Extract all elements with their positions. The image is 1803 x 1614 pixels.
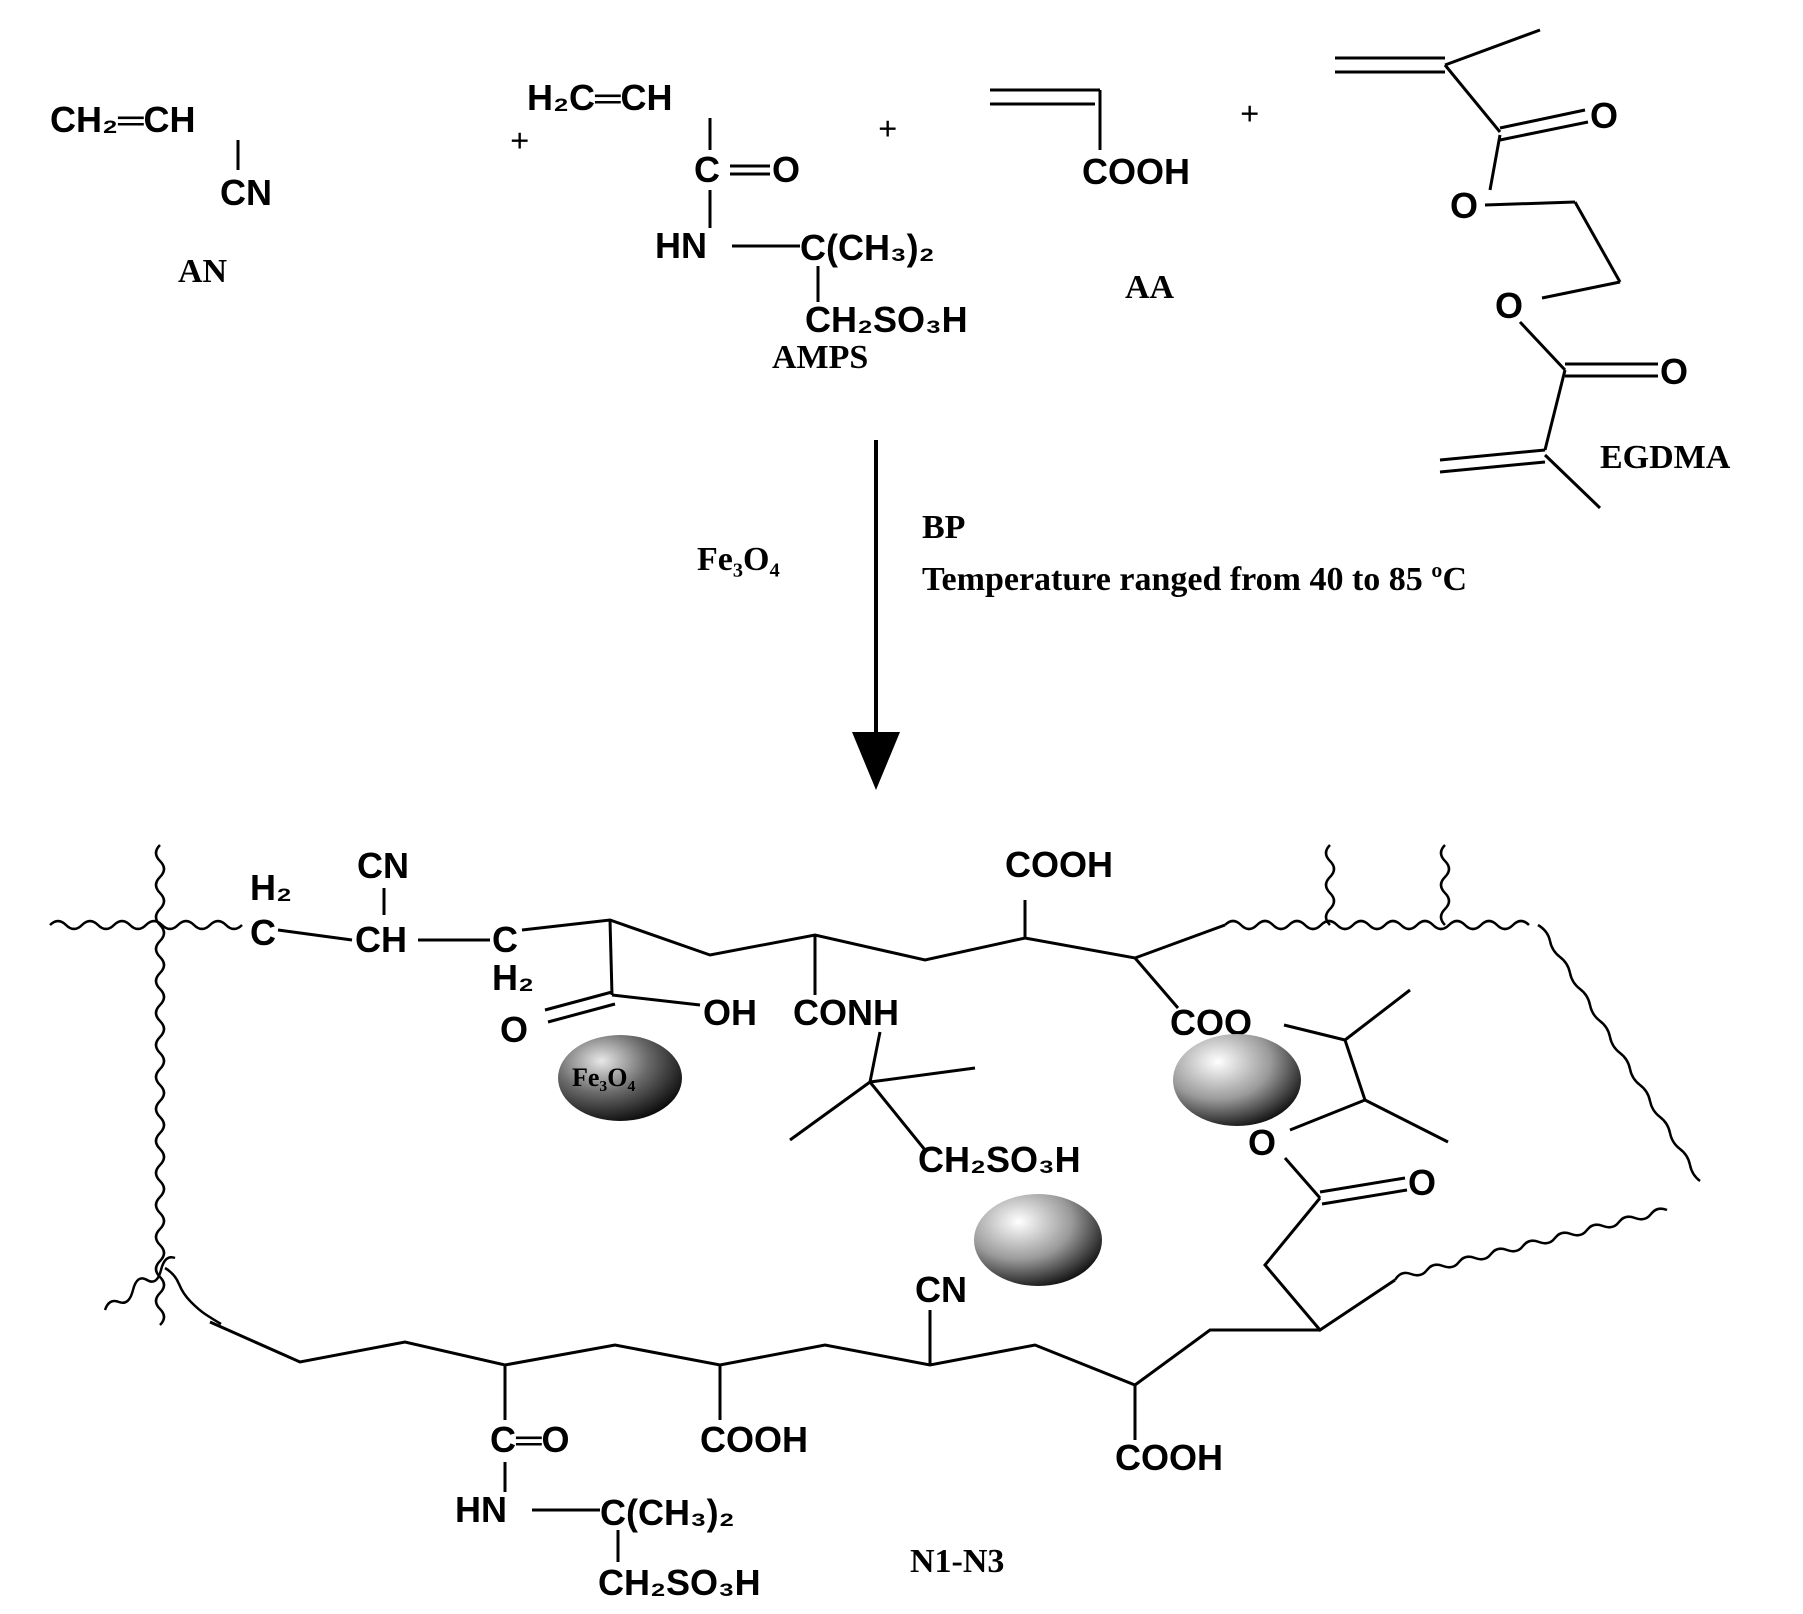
- ester-bond-4: [1283, 1157, 1322, 1199]
- lower-hn: HN: [455, 1489, 507, 1530]
- ester-bond-1: [1283, 1023, 1346, 1042]
- wavy-right-side: [1537, 923, 1701, 1182]
- amps-label: AMPS: [772, 339, 868, 376]
- wavy-stub-2: [1439, 844, 1451, 926]
- acid-oh-bond: [611, 993, 701, 1007]
- chain-c-right: C: [492, 919, 518, 960]
- eg-o4: O: [1660, 351, 1688, 392]
- eg-methyl-1: [1444, 28, 1541, 67]
- conditions-label: Temperature ranged from 40 to 85 ºC: [922, 561, 1467, 598]
- egdma-label: EGDMA: [1600, 439, 1731, 476]
- catalyst-label: Fe₃O₄: [697, 541, 780, 578]
- plus-2: +: [878, 111, 897, 148]
- amps-ch2so3h: CH₂SO₃H: [805, 299, 968, 340]
- fe3o4-particle-3: [974, 1194, 1102, 1286]
- plus-1: +: [510, 123, 529, 160]
- chain-h2-top: H₂: [250, 867, 292, 908]
- ester-linker: [1263, 1197, 1396, 1332]
- wavy-left-v: [154, 844, 166, 1326]
- tbu-me-2: [869, 1066, 976, 1084]
- an-label: AN: [178, 253, 228, 290]
- acid-co-1: [544, 990, 613, 1012]
- eg-bond-3: [1484, 200, 1576, 207]
- tbu-ch2-bond: [868, 1081, 927, 1151]
- amps-carbonyl-o: O: [772, 149, 800, 190]
- fe3o4-particle-labeled: [558, 1035, 682, 1121]
- amps-vinyl: H₂C═CH: [527, 77, 673, 118]
- reactant-egdma: O O O O EGDMA: [1335, 28, 1731, 510]
- eg-bond-5: [1541, 280, 1621, 300]
- tbu-me-1: [789, 1080, 871, 1142]
- lower-ch2so3h: CH₂SO₃H: [598, 1562, 761, 1603]
- wavy-right-bottom: [1393, 1207, 1668, 1281]
- amps-cme2: C(CH₃)₂: [800, 227, 935, 268]
- eg-bond-2: [1488, 134, 1502, 191]
- ester-co-b: [1321, 1188, 1408, 1206]
- chain-h2-bottom: H₂: [492, 957, 534, 998]
- eg-bond-4: [1573, 201, 1622, 283]
- conh-label: CONH: [793, 992, 899, 1033]
- chain-c-left: C: [250, 912, 276, 953]
- eg-bond-7: [1543, 369, 1567, 451]
- mid-ch2so3h: CH₂SO₃H: [918, 1139, 1081, 1180]
- lower-ceo: C═O: [490, 1419, 570, 1460]
- reactant-an: CH₂═CH CN AN: [50, 99, 272, 290]
- lower-cn: CN: [915, 1269, 967, 1310]
- fe3o4-particle-label: Fe₃O₄: [572, 1063, 635, 1092]
- eg-co1-b: [1499, 120, 1589, 142]
- wavy-left-h: [49, 919, 243, 931]
- aa-cooh: COOH: [1082, 151, 1190, 192]
- cooh-top: COOH: [1005, 844, 1113, 885]
- eg-o2: O: [1450, 185, 1478, 226]
- reactant-amps: H₂C═CH C O HN C(CH₃)₂ CH₂SO₃H AMPS: [527, 77, 968, 376]
- eg-double-2a: [1439, 448, 1546, 462]
- an-vinyl: CH₂═CH: [50, 99, 196, 140]
- chain-cn-top: CN: [357, 845, 409, 886]
- lower-cooh-2: COOH: [1115, 1437, 1223, 1478]
- arrow-head: [852, 732, 900, 790]
- plus-3: +: [1240, 96, 1259, 133]
- ester-bond-3: [1289, 1098, 1366, 1132]
- lower-cooh-1: COOH: [700, 1419, 808, 1460]
- lower-cme2: C(CH₃)₂: [600, 1492, 735, 1533]
- eg-co1-a: [1499, 108, 1586, 130]
- acid-bond: [608, 919, 614, 996]
- chain-bond-1: [277, 928, 353, 942]
- an-cn: CN: [220, 172, 272, 213]
- amps-hn: HN: [655, 225, 707, 266]
- ester-o: O: [1248, 1122, 1276, 1163]
- fe3o4-particle-2: [1173, 1034, 1301, 1126]
- acid-co-2: [547, 1002, 616, 1024]
- aa-label: AA: [1125, 269, 1175, 306]
- eg-double-2b: [1439, 460, 1546, 474]
- ester-me-1: [1344, 988, 1411, 1042]
- eg-bond-1: [1443, 64, 1502, 133]
- eg-o3: O: [1495, 285, 1523, 326]
- wavy-right-top: [1224, 919, 1530, 931]
- acid-oh: OH: [703, 992, 757, 1033]
- conh-n-bond: [868, 1031, 882, 1083]
- eg-o1: O: [1590, 95, 1618, 136]
- ester-bond-2: [1343, 1039, 1367, 1101]
- chain-ch: CH: [355, 919, 407, 960]
- wavy-left-branch: [103, 1256, 176, 1311]
- reaction-arrow: [852, 440, 900, 790]
- coo-bond: [1133, 957, 1180, 1009]
- acid-o: O: [500, 1009, 528, 1050]
- wavy-stub-1: [1324, 844, 1336, 926]
- eg-bond-6: [1518, 320, 1567, 372]
- product-network: H₂ CN C CH C H₂ O OH CONH CH₂SO₃H COOH C…: [49, 844, 1701, 1603]
- ester-me-2: [1364, 1098, 1449, 1144]
- amps-carbonyl-c: C: [694, 149, 720, 190]
- product-label: N1-N3: [910, 1543, 1004, 1580]
- ester-co-a: [1319, 1176, 1406, 1194]
- eg-methyl-2: [1543, 453, 1602, 510]
- chain-backbone-bottom: [209, 1320, 1320, 1387]
- initiator-label: BP: [922, 509, 965, 546]
- reactant-aa: COOH AA: [990, 88, 1190, 306]
- chain-backbone-top: [521, 918, 1226, 962]
- wavy-left-lower: [164, 1266, 222, 1326]
- ester-o2: O: [1408, 1162, 1436, 1203]
